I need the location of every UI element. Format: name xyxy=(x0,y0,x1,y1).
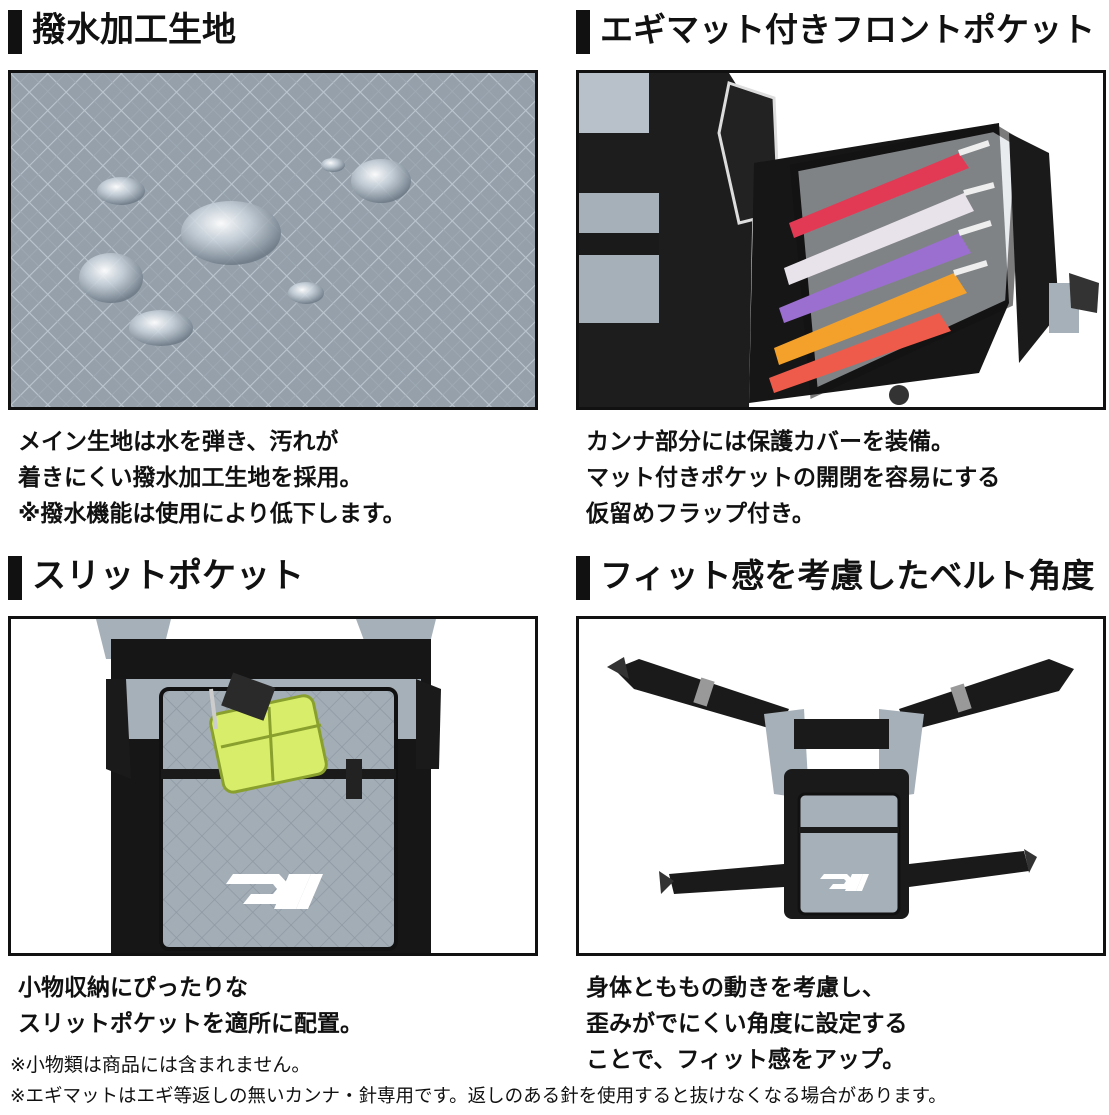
caption-line: スリットポケットを適所に配置。 xyxy=(18,1011,363,1037)
footnote: ※エギマットはエギ等返しの無いカンナ・針専用です。返しのある針を使用すると抜けな… xyxy=(10,1086,947,1107)
panel-belt-angle: フィット感を考慮したベルト角度 xyxy=(576,552,1106,1073)
fabric-photo xyxy=(8,70,538,410)
water-drops xyxy=(79,158,411,346)
front-pocket-photo xyxy=(576,70,1106,410)
section-caption: カンナ部分には保護カバーを装備。 マット付きポケットの開閉を容易にする 仮留めフ… xyxy=(586,424,1000,532)
heading-bar xyxy=(8,556,22,600)
caption-line: 着きにくい撥水加工生地を採用。 xyxy=(18,465,363,491)
section-caption: 身体とももの動きを考慮し、 歪みがでにくい角度に設定する ことで、フィット感をア… xyxy=(586,970,908,1078)
heading-bar xyxy=(576,556,590,600)
section-title: フィット感を考慮したベルト角度 xyxy=(600,556,1095,595)
belt-angle-photo xyxy=(576,616,1106,956)
brand-logo xyxy=(820,874,869,891)
heading-bar xyxy=(8,10,22,54)
caption-line: 身体とももの動きを考慮し、 xyxy=(586,975,885,1001)
section-title: スリットポケット xyxy=(32,556,304,596)
section-heading: フィット感を考慮したベルト角度 xyxy=(576,552,1106,600)
section-title: 撥水加工生地 xyxy=(32,10,236,50)
caption-line: ことで、フィット感をアップ。 xyxy=(586,1047,906,1073)
panel-front-pocket: エギマット付きフロントポケット xyxy=(576,6,1106,527)
slit-pocket-photo xyxy=(8,616,538,956)
caption-line: メイン生地は水を弾き、汚れが xyxy=(18,429,339,455)
caption-line: カンナ部分には保護カバーを装備。 xyxy=(586,429,954,455)
caption-line: 仮留めフラップ付き。 xyxy=(586,501,815,527)
panel-water-repellent: 撥水加工生地 xyxy=(8,6,538,527)
caption-line: 小物収納にぴったりな xyxy=(18,975,248,1001)
panel-slit-pocket: スリットポケット xyxy=(8,552,538,1037)
egi-lures xyxy=(769,140,995,393)
section-heading: エギマット付きフロントポケット xyxy=(576,6,1106,54)
section-title: エギマット付きフロントポケット xyxy=(600,10,1095,49)
footnotes: ※小物類は商品には含まれません。 ※エギマットはエギ等返しの無いカンナ・針専用で… xyxy=(10,1050,947,1112)
section-heading: スリットポケット xyxy=(8,552,538,600)
heading-bar xyxy=(576,10,590,54)
section-caption: メイン生地は水を弾き、汚れが 着きにくい撥水加工生地を採用。 ※撥水機能は使用に… xyxy=(18,424,406,532)
caption-line: 歪みがでにくい角度に設定する xyxy=(586,1011,908,1037)
caption-line: ※撥水機能は使用により低下します。 xyxy=(18,501,406,527)
caption-line: マット付きポケットの開閉を容易にする xyxy=(586,465,1001,491)
section-caption: 小物収納にぴったりな スリットポケットを適所に配置。 xyxy=(18,970,363,1042)
section-heading: 撥水加工生地 xyxy=(8,6,538,54)
brand-logo xyxy=(226,874,323,909)
footnote: ※小物類は商品には含まれません。 xyxy=(10,1054,311,1076)
